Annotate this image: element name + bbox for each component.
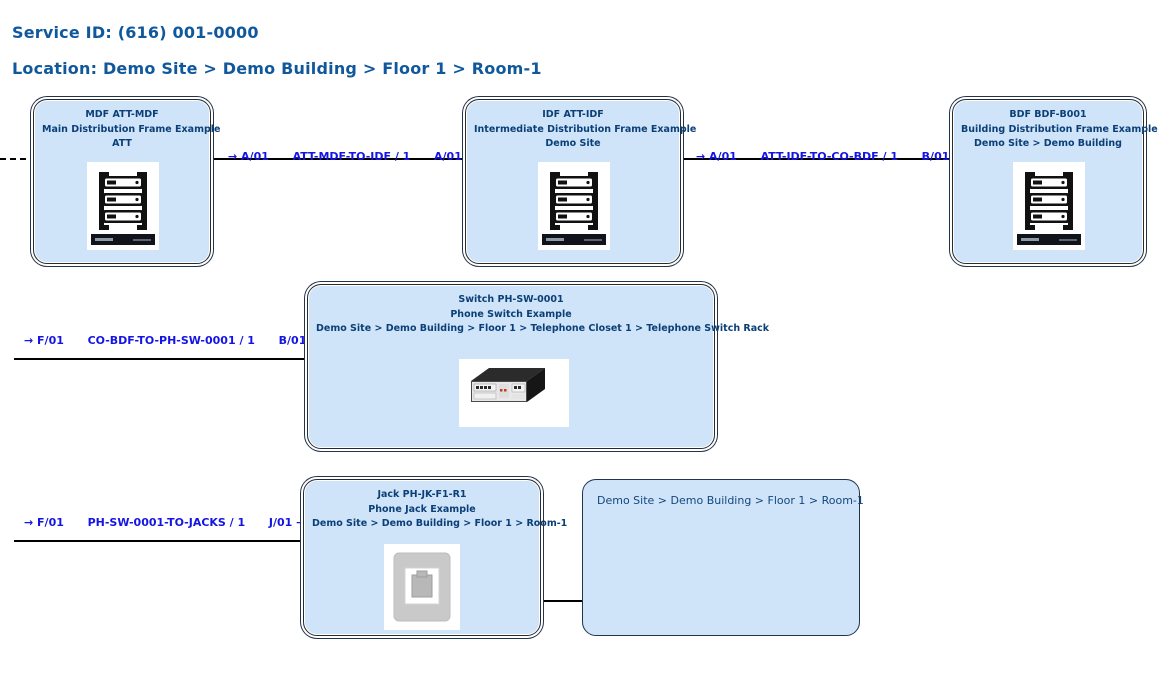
line-idf-to-bdf <box>681 158 955 160</box>
link-switch-to-jack[interactable]: → F/01 PH-SW-0001-TO-JACKS / 1 J/01 → <box>24 516 305 529</box>
link-mdf-to-idf-cable: ATT-MDF-TO-IDF / 1 <box>292 150 411 163</box>
line-bdf-to-switch <box>14 358 307 360</box>
link-idf-to-bdf-in-port: → A/01 <box>696 150 737 163</box>
service-id-header: Service ID: (616) 001-0000 <box>12 23 259 42</box>
node-mdf-text: MDF ATT-MDF Main Distribution Frame Exam… <box>42 109 221 149</box>
network-switch-icon <box>459 359 569 427</box>
wall-jack-icon <box>384 544 460 630</box>
server-rack-icon <box>87 162 159 250</box>
link-bdf-to-switch[interactable]: → F/01 CO-BDF-TO-PH-SW-0001 / 1 B/01 → <box>24 334 319 347</box>
node-idf[interactable]: IDF ATT-IDF Intermediate Distribution Fr… <box>465 99 697 264</box>
link-idf-to-bdf[interactable]: → A/01 ATT-IDF-TO-CO-BDF / 1 B/01 → <box>696 150 962 163</box>
link-switch-to-jack-in-port: → F/01 <box>24 516 64 529</box>
link-bdf-to-switch-in-port: → F/01 <box>24 334 64 347</box>
server-rack-icon <box>1013 162 1085 250</box>
line-jack-to-room <box>540 600 582 602</box>
upstream-dashed-line <box>0 158 26 160</box>
node-switch-text: Switch PH-SW-0001 Phone Switch Example D… <box>316 294 770 334</box>
node-jack-text: Jack PH-JK-F1-R1 Phone Jack Example Demo… <box>312 489 568 529</box>
link-mdf-to-idf-in-port: → A/01 <box>228 150 269 163</box>
server-rack-icon <box>538 162 610 250</box>
link-idf-to-bdf-cable: ATT-IDF-TO-CO-BDF / 1 <box>760 150 898 163</box>
node-idf-text: IDF ATT-IDF Intermediate Distribution Fr… <box>474 109 697 149</box>
node-room[interactable]: Demo Site > Demo Building > Floor 1 > Ro… <box>582 479 864 636</box>
link-bdf-to-switch-cable: CO-BDF-TO-PH-SW-0001 / 1 <box>87 334 255 347</box>
line-mdf-to-idf <box>213 158 475 160</box>
node-bdf[interactable]: BDF BDF-B001 Building Distribution Frame… <box>952 99 1158 264</box>
line-switch-to-jack <box>14 540 305 542</box>
node-switch[interactable]: Switch PH-SW-0001 Phone Switch Example D… <box>307 284 770 449</box>
node-room-text: Demo Site > Demo Building > Floor 1 > Ro… <box>597 494 864 507</box>
node-mdf[interactable]: MDF ATT-MDF Main Distribution Frame Exam… <box>33 99 221 264</box>
link-switch-to-jack-out-port: J/01 → <box>268 516 306 529</box>
node-jack[interactable]: Jack PH-JK-F1-R1 Phone Jack Example Demo… <box>303 479 568 636</box>
location-breadcrumb-header: Location: Demo Site > Demo Building > Fl… <box>12 59 542 78</box>
node-bdf-text: BDF BDF-B001 Building Distribution Frame… <box>961 109 1158 149</box>
link-mdf-to-idf[interactable]: → A/01 ATT-MDF-TO-IDF / 1 A/01 → <box>228 150 475 163</box>
link-switch-to-jack-cable: PH-SW-0001-TO-JACKS / 1 <box>87 516 246 529</box>
link-mdf-to-idf-out-port: A/01 → <box>434 150 475 163</box>
